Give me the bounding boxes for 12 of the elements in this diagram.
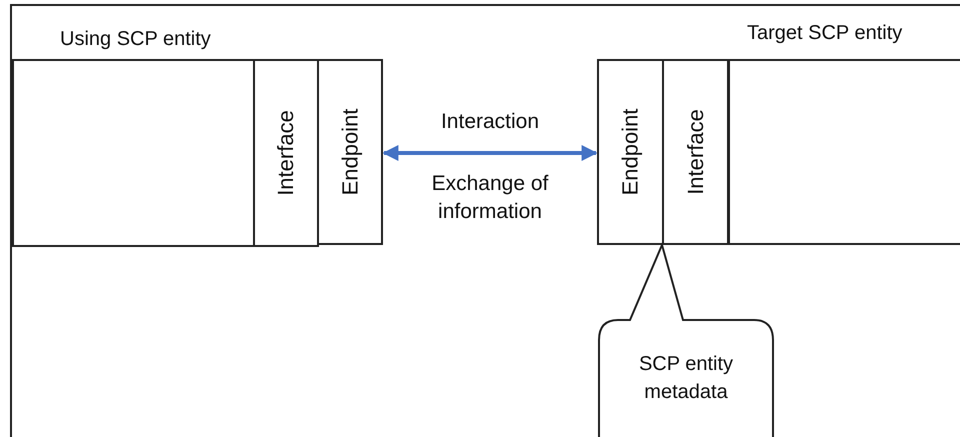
component-label: Interface (682, 109, 708, 195)
component-label: Endpoint (618, 108, 644, 196)
entity-heading: Target SCP entity (747, 22, 902, 45)
component-box (253, 59, 319, 247)
component-label: Endpoint (337, 108, 363, 196)
component-label: Interface (273, 110, 299, 196)
component-box (317, 59, 383, 245)
double-arrow (382, 145, 598, 161)
component-box (662, 59, 729, 245)
entity-heading: Using SCP entity (60, 28, 211, 51)
callout-text: SCP entity metadata (638, 352, 734, 405)
component-box (597, 59, 664, 245)
